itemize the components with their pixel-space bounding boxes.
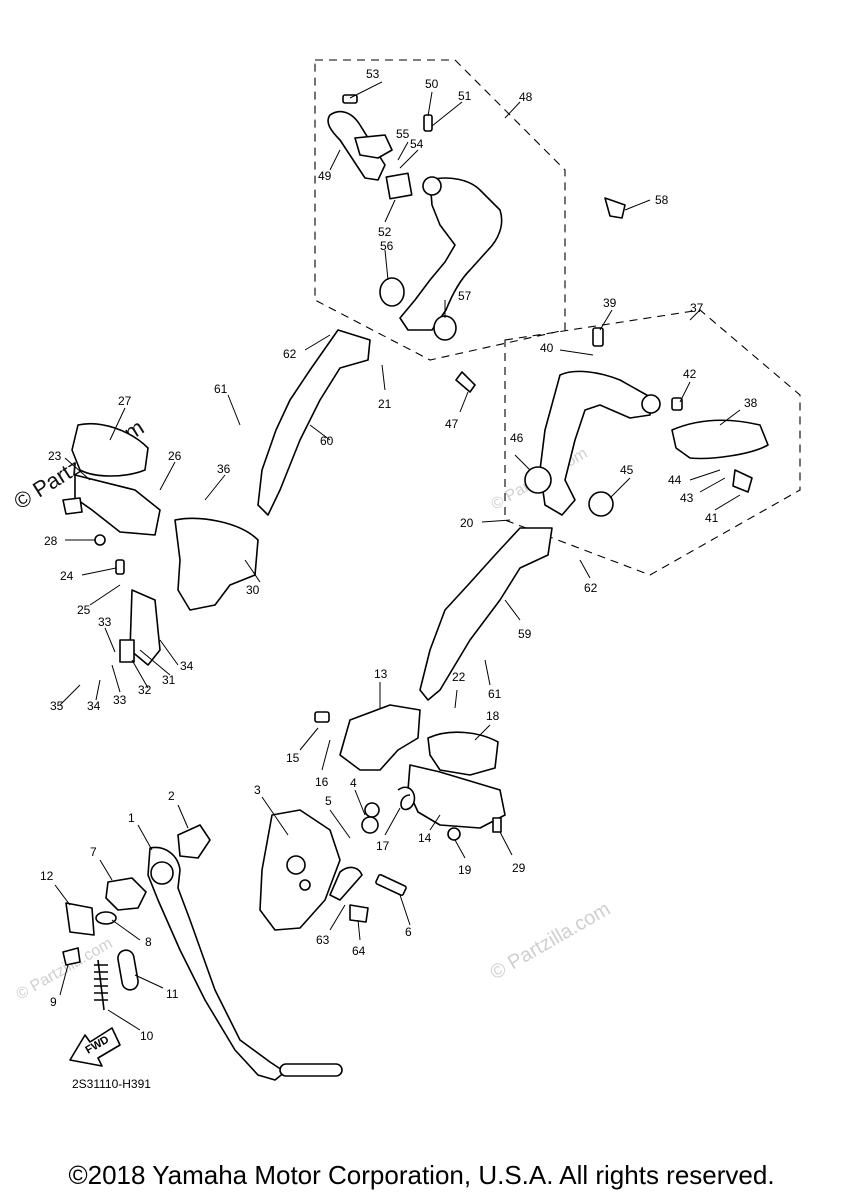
part-3-plate	[259, 809, 341, 931]
part-1-brake-arm	[147, 846, 343, 1081]
callout-58: 58	[655, 193, 669, 207]
callout-52: 52	[378, 225, 392, 239]
callout-48: 48	[519, 90, 533, 104]
callout-47: 47	[445, 417, 459, 431]
callout-5: 5	[325, 794, 332, 808]
callout-labels: 53 50 51 48 55 54 49 52 56 57 58 62 21 4…	[40, 67, 758, 1043]
callout-6: 6	[405, 925, 412, 939]
callout-50: 50	[425, 77, 439, 91]
callout-28: 28	[44, 534, 58, 548]
part-6-bolt	[375, 873, 407, 897]
callout-16: 16	[315, 775, 329, 789]
callout-33b: 33	[113, 693, 127, 707]
part-17-spring	[397, 786, 416, 811]
callout-61a: 61	[214, 382, 228, 396]
part-64-clip	[349, 904, 369, 923]
callout-37: 37	[690, 301, 704, 315]
callout-26: 26	[168, 449, 182, 463]
callout-15: 15	[286, 751, 300, 765]
callout-43: 43	[680, 491, 694, 505]
callout-18: 18	[486, 709, 500, 723]
fwd-arrow: FWD	[69, 1027, 121, 1067]
callout-8: 8	[145, 935, 152, 949]
part-60-rear-bracket	[257, 329, 371, 516]
callout-9: 9	[50, 995, 57, 1009]
part-59-front-bracket	[419, 527, 553, 701]
assembly-48-outline	[314, 59, 566, 361]
part-9-bolt	[62, 947, 81, 966]
callout-36: 36	[217, 462, 231, 476]
callout-4: 4	[350, 776, 357, 790]
callout-19: 19	[458, 863, 472, 877]
callout-3: 3	[254, 783, 261, 797]
part-8-washer	[95, 911, 117, 925]
callout-11: 11	[166, 987, 179, 1001]
part-10-spring	[94, 959, 108, 1011]
part-11-sleeve	[117, 949, 139, 991]
diagram-code: 2S31110-H391	[72, 1077, 151, 1091]
callout-34a: 34	[180, 659, 194, 673]
part-37-footrest-assembly	[455, 327, 769, 517]
part-4-nut	[361, 816, 379, 834]
callout-44: 44	[668, 473, 682, 487]
watermark-text: © Partzilla.com	[487, 898, 615, 984]
callout-14: 14	[418, 831, 432, 845]
callout-29: 29	[512, 861, 526, 875]
part-48-brake-pedal-assembly	[327, 94, 626, 341]
part-23-footpeg-left	[62, 423, 259, 666]
callout-49: 49	[318, 169, 332, 183]
callout-32: 32	[138, 683, 152, 697]
callout-17: 17	[376, 839, 390, 853]
callout-30: 30	[246, 583, 260, 597]
callout-7: 7	[90, 845, 97, 859]
part-13-footrest-bracket	[314, 704, 506, 841]
callout-1: 1	[128, 811, 135, 825]
callout-23: 23	[48, 449, 62, 463]
callout-45: 45	[620, 463, 634, 477]
callout-35: 35	[50, 699, 64, 713]
copyright-text: ©2018 Yamaha Motor Corporation, U.S.A. A…	[68, 1160, 775, 1190]
part-7-cam	[105, 877, 147, 911]
callout-56: 56	[380, 239, 394, 253]
part-2-switch	[177, 824, 211, 859]
callout-10: 10	[140, 1029, 154, 1043]
callout-51: 51	[458, 89, 472, 103]
callout-33a: 33	[98, 615, 112, 629]
callout-21: 21	[378, 397, 392, 411]
callout-20: 20	[460, 516, 474, 530]
callout-62b: 62	[584, 581, 598, 595]
callout-34b: 34	[87, 699, 101, 713]
callout-61b: 61	[488, 687, 502, 701]
callout-25: 25	[77, 603, 91, 617]
leader-lines	[54, 81, 741, 1031]
callout-63: 63	[316, 933, 330, 947]
callout-54: 54	[410, 137, 424, 151]
callout-46: 46	[510, 431, 524, 445]
callout-59: 59	[518, 627, 532, 641]
callout-40: 40	[540, 341, 554, 355]
callout-27: 27	[118, 394, 132, 408]
callout-39: 39	[603, 296, 617, 310]
callout-38: 38	[744, 396, 758, 410]
callout-60: 60	[320, 434, 334, 448]
callout-13: 13	[374, 667, 388, 681]
callout-22: 22	[452, 670, 466, 684]
callout-24: 24	[60, 569, 74, 583]
callout-62a: 62	[283, 347, 297, 361]
callout-2: 2	[168, 789, 175, 803]
callout-12: 12	[40, 869, 54, 883]
callout-31: 31	[162, 673, 176, 687]
part-12-bracket	[65, 902, 95, 936]
callout-55: 55	[396, 127, 410, 141]
callout-53: 53	[366, 67, 380, 81]
callout-42: 42	[683, 367, 697, 381]
callout-41: 41	[705, 511, 719, 525]
callout-64: 64	[352, 944, 366, 958]
part-63-guide	[329, 866, 363, 901]
callout-57: 57	[458, 289, 472, 303]
